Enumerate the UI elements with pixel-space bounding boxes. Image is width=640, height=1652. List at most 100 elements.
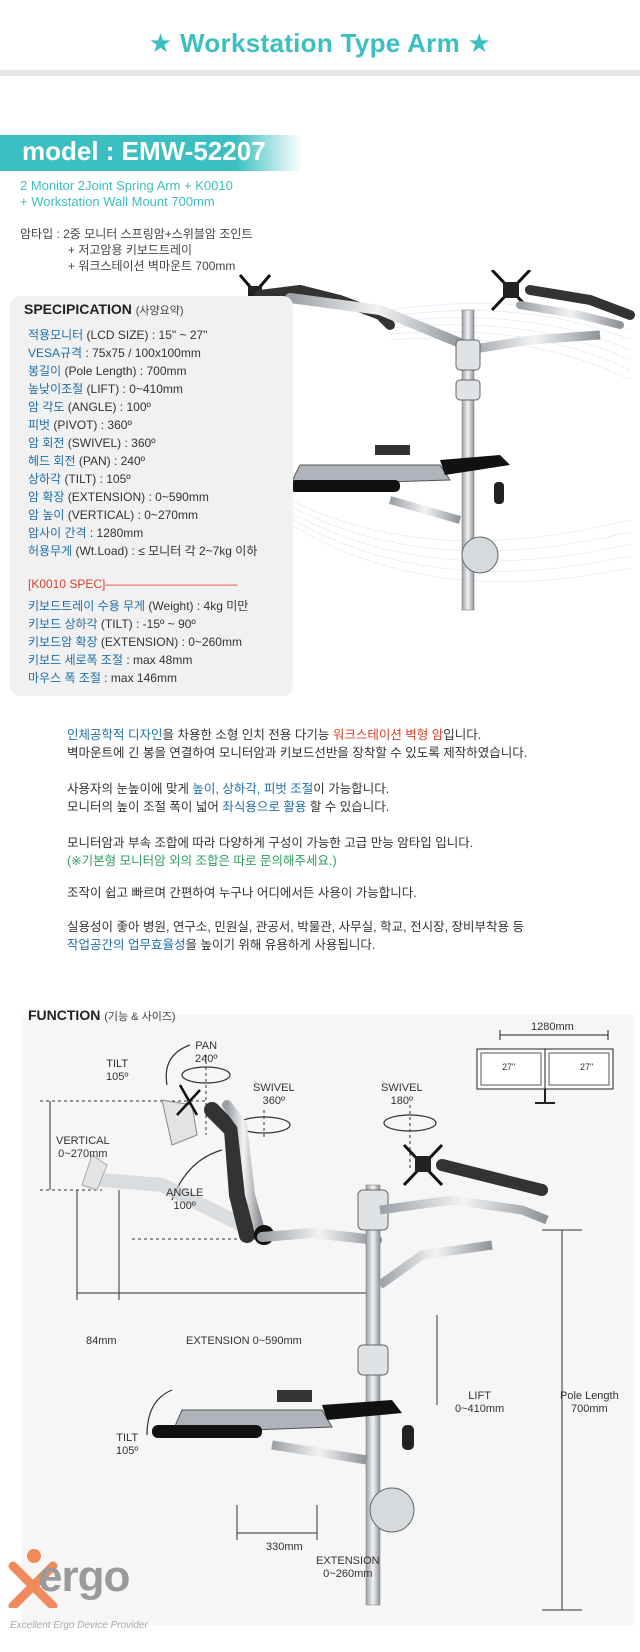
spec-key: 키보드 세로폭 조절 — [28, 653, 123, 667]
spec-title-text: SPECIPICATION — [24, 301, 132, 317]
desc-paragraph-3b: (※기본형 모니터암 외의 조합은 따로 문의해주세요.) — [67, 854, 337, 868]
spec-value: : 75x75 / 100x100mm — [82, 346, 201, 360]
xergo-logo-text: ergo — [38, 1552, 130, 1601]
function-title-text: FUNCTION — [28, 1007, 101, 1023]
spec-value: (EXTENSION) : 0~590mm — [64, 490, 209, 504]
spec-title-sub: (사양요약) — [135, 305, 184, 317]
spec-value: (PIVOT) : 360º — [50, 418, 132, 432]
xergo-logo-mark — [8, 1549, 58, 1608]
monitor-size-right: 27" — [580, 1062, 594, 1072]
spec-key: 암사이 간격 — [28, 526, 87, 540]
spec-row: 허용무게 (Wt.Load) : ≤ 모니터 각 2~7kg 이하 — [28, 542, 257, 559]
spec-value: (PAN) : 240º — [75, 454, 146, 468]
spec-row: 암 각도 (ANGLE) : 100º — [28, 398, 151, 415]
page-title: ★ Workstation Type Arm ★ — [148, 28, 492, 58]
spec-key: VESA규격 — [28, 346, 83, 360]
spec-row: 상하각 (TILT) : 105º — [28, 470, 131, 487]
spec-row: 적용모니터 (LCD SIZE) : 15" ~ 27" — [28, 326, 207, 343]
desc-text: 이 가능합니다. — [313, 782, 390, 796]
k0010-spec-row: 마우스 폭 조절 : max 146mm — [28, 669, 177, 686]
spec-key: 키보드 상하각 — [28, 617, 98, 631]
spec-value: (TILT) : -15º ~ 90º — [97, 617, 196, 631]
spec-key: 헤드 회전 — [28, 454, 76, 468]
function-panel — [22, 1015, 634, 1625]
desc-paragraph-1: 인체공학적 디자인을 차용한 소형 인치 전용 다기능 워크스테이션 벽형 암입… — [67, 726, 481, 744]
k0010-spec-row: 키보드암 확장 (EXTENSION) : 0~260mm — [28, 633, 242, 650]
function-title: FUNCTION (기능 & 사이즈) — [28, 1007, 176, 1024]
model-desc-ko-2: + 저고암용 키보드트레이 — [68, 243, 193, 257]
desc-text: 모니터의 높이 조절 폭이 넓어 — [67, 800, 223, 814]
desc-paragraph-4: 조작이 쉽고 빠르며 간편하여 누구나 어디에서든 사용이 가능합니다. — [67, 886, 417, 900]
spec-key: 암 각도 — [28, 400, 65, 414]
spec-key: 암 회전 — [28, 436, 65, 450]
spec-row: 높낮이조절 (LIFT) : 0~410mm — [28, 380, 183, 397]
spec-value: (Wt.Load) : ≤ 모니터 각 2~7kg 이하 — [72, 544, 258, 558]
spec-value: (Pole Length) : 700mm — [61, 364, 187, 378]
desc-highlight: 워크스테이션 벽형 암 — [332, 728, 444, 742]
spec-value: (VERTICAL) : 0~270mm — [64, 508, 198, 522]
k0010-spec-heading: [K0010 SPEC]——————————— — [28, 577, 238, 591]
spec-value: : max 48mm — [123, 653, 193, 667]
model-label: model : EMW-52207 — [22, 136, 266, 166]
function-diagram — [40, 1030, 614, 1611]
extension-label: EXTENSION 0~590mm — [186, 1335, 302, 1347]
spec-value: (LIFT) : 0~410mm — [83, 382, 183, 396]
spec-row: VESA규격 : 75x75 / 100x100mm — [28, 344, 201, 361]
spec-key: 키보드트레이 수용 무게 — [28, 599, 146, 613]
dim-330mm: 330mm — [266, 1541, 303, 1553]
k0010-spec-row: 키보드트레이 수용 무게 (Weight) : 4kg 미만 — [28, 597, 248, 614]
k0010-spec-row: 키보드 상하각 (TILT) : -15º ~ 90º — [28, 615, 196, 632]
model-desc-en-1: 2 Monitor 2Joint Spring Arm + K0010 — [20, 178, 233, 193]
dim-1280mm: 1280mm — [531, 1021, 574, 1033]
spec-panel — [10, 296, 293, 696]
desc-paragraph-1b: 벽마운트에 긴 봉을 연결하여 모니터암과 키보드선반을 장착할 수 있도록 제… — [67, 746, 528, 760]
desc-text: 할 수 있습니다. — [306, 800, 390, 814]
model-desc-ko-1: 암타입 : 2중 모니터 스프링암+스위블암 조인트 — [20, 227, 253, 241]
desc-highlight: 좌식용으로 활용 — [222, 800, 307, 814]
desc-paragraph-5: 실용성이 좋아 병원, 연구소, 민원실, 관공서, 박물관, 사무실, 학교,… — [67, 920, 524, 934]
spec-key: 암 확장 — [28, 490, 65, 504]
spec-value: (EXTENSION) : 0~260mm — [97, 635, 242, 649]
spec-key: 암 높이 — [28, 508, 65, 522]
spec-value: (Weight) : 4kg 미만 — [145, 599, 249, 613]
spec-key: 피벗 — [28, 418, 51, 432]
spec-value: (TILT) : 105º — [61, 472, 131, 486]
spec-key: 적용모니터 — [28, 328, 84, 342]
desc-text: 입니다. — [443, 728, 482, 742]
k0010-spec-row: 키보드 세로폭 조절 : max 48mm — [28, 651, 192, 668]
spec-row: 암 높이 (VERTICAL) : 0~270mm — [28, 506, 198, 523]
desc-highlight: 작업공간의 업무효율성 — [67, 938, 186, 952]
model-banner — [0, 135, 302, 171]
desc-text: 사용자의 눈높이에 맞게 — [67, 782, 193, 796]
spec-row: 암 회전 (SWIVEL) : 360º — [28, 434, 156, 451]
desc-text: 을 차용한 소형 인치 전용 다기능 — [162, 728, 333, 742]
spec-value: (ANGLE) : 100º — [64, 400, 151, 414]
spec-row: 헤드 회전 (PAN) : 240º — [28, 452, 145, 469]
desc-paragraph-5b: 작업공간의 업무효율성을 높이기 위해 유용하게 사용됩니다. — [67, 936, 375, 954]
spec-row: 봉길이 (Pole Length) : 700mm — [28, 362, 187, 379]
monitor-size-left: 27" — [502, 1062, 516, 1072]
desc-paragraph-2: 사용자의 눈높이에 맞게 높이, 상하각, 피벗 조절이 가능합니다. — [67, 780, 389, 798]
spec-key: 봉길이 — [28, 364, 62, 378]
spec-value: (SWIVEL) : 360º — [64, 436, 156, 450]
spec-title: SPECIPICATION (사양요약) — [24, 301, 184, 318]
spec-row: 암사이 간격 : 1280mm — [28, 524, 143, 541]
spec-value: (LCD SIZE) : 15" ~ 27" — [83, 328, 208, 342]
dim-84mm: 84mm — [86, 1335, 117, 1347]
spec-key: 키보드암 확장 — [28, 635, 98, 649]
model-desc-en-2: + Workstation Wall Mount 700mm — [20, 194, 215, 209]
desc-highlight: 높이, 상하각, 피벗 조절 — [192, 782, 314, 796]
spec-value: : 1280mm — [86, 526, 144, 540]
spec-key: 상하각 — [28, 472, 62, 486]
desc-paragraph-3: 모니터암과 부속 조합에 따라 다양하게 구성이 가능한 고급 만능 암타입 입… — [67, 836, 474, 850]
spec-key: 높낮이조절 — [28, 382, 84, 396]
